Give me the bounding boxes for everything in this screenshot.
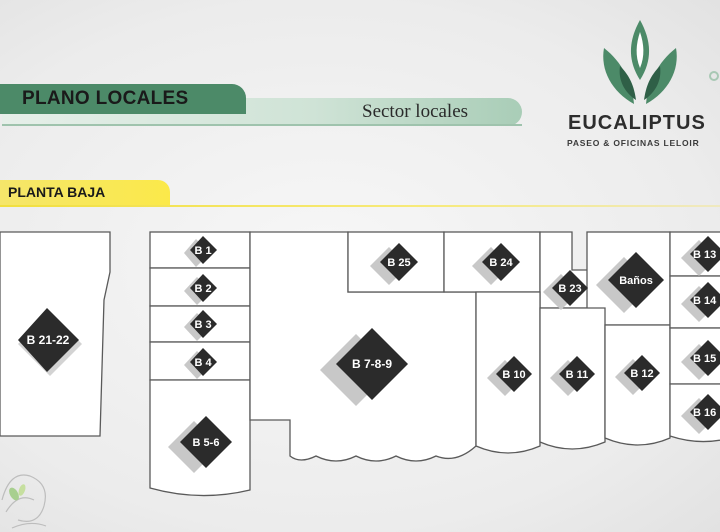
unit-marker-b23[interactable]: B 23 (543, 270, 588, 310)
unit-label-b23: B 23 (558, 283, 581, 295)
eucaliptus-logo-icon (603, 20, 719, 104)
unit-label-b56: B 5-6 (193, 437, 220, 449)
unit-marker-b4[interactable]: B 4 (184, 348, 217, 379)
title-banner (0, 84, 246, 114)
unit-label-b2122: B 21-22 (27, 333, 70, 347)
unit-marker-b2122[interactable]: B 21-22 (18, 308, 82, 376)
unit-label-b13: B 13 (693, 249, 716, 261)
unit-label-b16: B 16 (693, 407, 716, 419)
unit-label-b1: B 1 (194, 245, 211, 257)
unit-marker-b789[interactable]: B 7-8-9 (320, 328, 408, 406)
level-title: PLANTA BAJA (8, 184, 106, 200)
unit-marker-b15[interactable]: B 15 (681, 340, 720, 380)
sector-banner-line (2, 124, 522, 126)
unit-label-b12: B 12 (630, 368, 653, 380)
unit-marker-b13[interactable]: B 13 (681, 236, 720, 276)
brand-name: EUCALIPTUS (568, 112, 706, 134)
unit-label-b789: B 7-8-9 (352, 357, 392, 371)
unit-label-b10: B 10 (502, 369, 525, 381)
unit-label-b11: B 11 (566, 369, 589, 381)
unit-marker-b3[interactable]: B 3 (184, 310, 217, 341)
unit-marker-banos[interactable]: Baños (596, 252, 664, 313)
brand-tagline: PASEO & OFICINAS LELOIR (567, 138, 700, 148)
page-title: PLANO LOCALES (22, 88, 189, 109)
unit-marker-b16[interactable]: B 16 (681, 394, 720, 434)
unit-marker-b25[interactable]: B 25 (370, 243, 418, 285)
unit-marker-b2[interactable]: B 2 (184, 274, 217, 305)
level-divider (0, 205, 720, 207)
unit-marker-b1[interactable]: B 1 (184, 236, 217, 267)
unit-label-b2: B 2 (194, 283, 211, 295)
unit-marker-b56[interactable]: B 5-6 (168, 416, 232, 473)
unit-marker-b24[interactable]: B 24 (472, 243, 520, 285)
unit-marker-b10[interactable]: B 10 (487, 356, 532, 396)
level-band (0, 180, 170, 206)
floor-plan-outlines (0, 231, 720, 497)
unit-label-b24: B 24 (489, 257, 513, 269)
unit-label-b14: B 14 (693, 295, 717, 307)
unit-marker-b12[interactable]: B 12 (615, 355, 660, 395)
leaf-swirl-icon (1, 474, 47, 529)
sector-title: Sector locales (362, 101, 469, 122)
unit-label-b4: B 4 (194, 357, 212, 369)
unit-label-banos: Baños (619, 275, 653, 287)
unit-label-b3: B 3 (194, 319, 211, 331)
unit-marker-b14[interactable]: B 14 (681, 282, 720, 322)
unit-label-b25: B 25 (387, 257, 410, 269)
unit-marker-b11[interactable]: B 11 (550, 356, 595, 396)
unit-label-b15: B 15 (693, 353, 716, 365)
